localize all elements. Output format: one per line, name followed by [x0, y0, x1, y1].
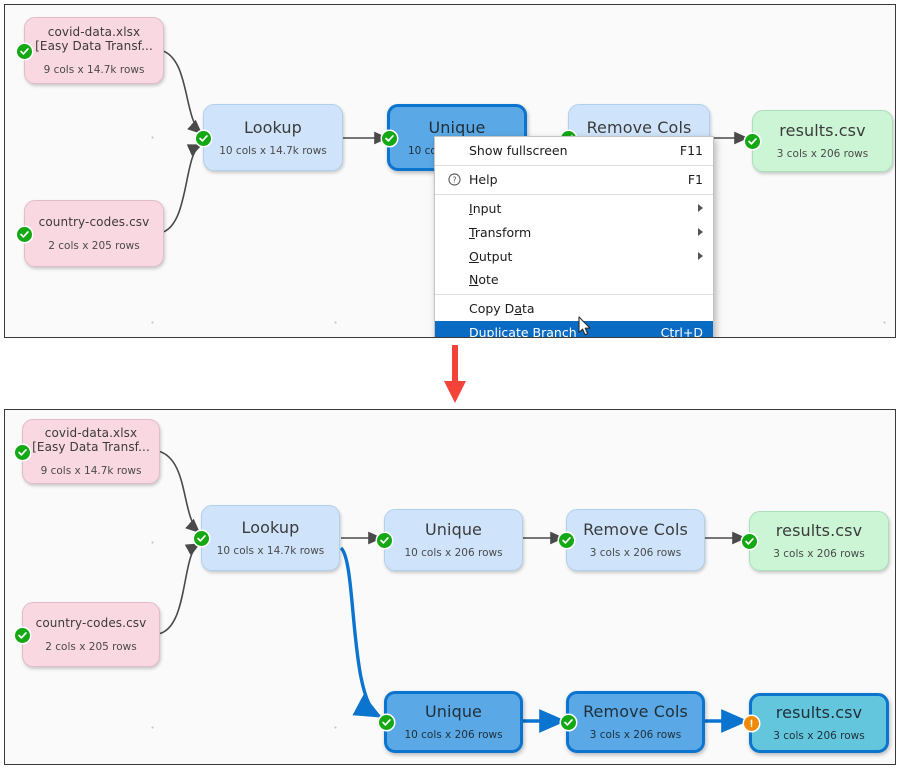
edge-layer-bottom [157, 450, 749, 733]
node-title: Lookup [244, 117, 302, 137]
node-title: results.csv [779, 121, 866, 140]
node-subtitle: 9 cols x 14.7k rows [43, 64, 145, 76]
node-title: Remove Cols [583, 520, 688, 539]
node-title: results.csv [775, 703, 863, 722]
mouse-cursor-icon [578, 316, 591, 336]
edge-lookup-to-unique-duplicate [339, 546, 382, 718]
svg-text:?: ? [452, 176, 456, 185]
node-title: results.csv [775, 521, 863, 540]
menu-item-label: Duplicate Branch [469, 324, 577, 338]
menu-item-duplicate-branch[interactable]: Duplicate Branch Ctrl+D [435, 320, 713, 338]
status-ok-icon [377, 533, 392, 548]
node-results-csv-duplicate[interactable]: results.csv 3 cols x 206 rows [744, 693, 889, 753]
node-title: Unique [424, 520, 483, 539]
node-title: Remove Cols [583, 702, 688, 721]
node-subtitle: 2 cols x 205 rows [48, 240, 140, 252]
diagram-panel-before: covid-data.xlsx[Easy Data Transf... 9 co… [4, 4, 896, 338]
status-ok-icon [379, 715, 394, 730]
node-title: covid-data.xlsx[Easy Data Transf... [32, 426, 150, 454]
node-subtitle: 10 cols x 206 rows [404, 729, 503, 741]
node-title: country-codes.csv [35, 616, 147, 630]
node-country-codes-csv[interactable]: country-codes.csv 2 cols x 205 rows [15, 602, 160, 667]
menu-item-label: Copy Data [469, 301, 535, 317]
menu-item-transform[interactable]: Transform [435, 220, 713, 244]
node-subtitle: 3 cols x 206 rows [589, 547, 682, 559]
menu-separator [435, 164, 713, 166]
status-ok-icon [559, 533, 574, 548]
status-ok-icon [561, 715, 576, 730]
status-ok-icon [17, 226, 32, 242]
edge-country-to-lookup [157, 543, 201, 635]
menu-separator [435, 293, 713, 295]
node-title: country-codes.csv [38, 215, 150, 229]
node-title: Lookup [241, 518, 300, 537]
menu-item-label: Note [469, 272, 499, 288]
menu-item-label: Input [469, 200, 502, 216]
node-subtitle: 3 cols x 206 rows [589, 729, 682, 741]
node-subtitle: 9 cols x 14.7k rows [40, 465, 142, 477]
menu-item-shortcut: F1 [687, 172, 703, 188]
edge-country-to-lookup [159, 144, 203, 234]
edge-covid-to-lookup [159, 49, 203, 135]
node-lookup[interactable]: Lookup 10 cols x 14.7k rows [196, 104, 343, 171]
node-remove-cols-duplicate[interactable]: Remove Cols 3 cols x 206 rows [561, 691, 705, 753]
menu-item-label: Show fullscreen [469, 143, 568, 159]
node-lookup[interactable]: Lookup 10 cols x 14.7k rows [194, 505, 340, 571]
status-ok-icon [15, 627, 30, 643]
menu-item-copy-data[interactable]: Copy Data [435, 297, 713, 321]
menu-separator [435, 193, 713, 195]
downward-transition-arrow [444, 345, 466, 403]
node-covid-data-xlsx[interactable]: covid-data.xlsx[Easy Data Transf... 9 co… [17, 17, 164, 84]
status-ok-icon [15, 444, 30, 460]
menu-item-shortcut: F11 [679, 143, 703, 159]
status-ok-icon [742, 534, 757, 549]
node-title: Unique [428, 117, 486, 137]
node-subtitle: 10 cols x 14.7k rows [216, 545, 325, 557]
edge-covid-to-lookup [157, 450, 201, 534]
menu-item-output[interactable]: Output [435, 244, 713, 268]
submenu-arrow-icon [698, 252, 703, 261]
status-ok-icon [194, 531, 209, 546]
submenu-arrow-icon [698, 228, 703, 237]
submenu-arrow-icon [698, 204, 703, 213]
help-icon: ? [443, 173, 465, 186]
menu-item-help[interactable]: ? Help F1 [435, 168, 713, 192]
menu-item-label: Help [469, 172, 498, 188]
menu-item-input[interactable]: Input [435, 197, 713, 221]
node-subtitle: 3 cols x 206 rows [776, 148, 869, 160]
menu-item-note[interactable]: Note [435, 268, 713, 292]
status-ok-icon [745, 134, 760, 149]
menu-item-label: Transform [469, 224, 532, 240]
menu-item-label: Output [469, 248, 513, 264]
node-title: covid-data.xlsx[Easy Data Transf... [35, 25, 153, 53]
node-subtitle: 3 cols x 206 rows [773, 548, 865, 560]
node-country-codes-csv[interactable]: country-codes.csv 2 cols x 205 rows [17, 200, 164, 267]
node-covid-data-xlsx[interactable]: covid-data.xlsx[Easy Data Transf... 9 co… [15, 419, 160, 484]
menu-item-show-fullscreen[interactable]: Show fullscreen F11 [435, 139, 713, 163]
node-title: Remove Cols [586, 117, 692, 137]
diagram-panel-after: covid-data.xlsx[Easy Data Transf... 9 co… [4, 409, 896, 765]
node-subtitle: 3 cols x 206 rows [773, 730, 865, 742]
node-subtitle: 2 cols x 205 rows [45, 641, 137, 653]
status-ok-icon [382, 130, 397, 146]
node-unique-duplicate[interactable]: Unique 10 cols x 206 rows [379, 691, 523, 753]
node-remove-cols[interactable]: Remove Cols 3 cols x 206 rows [559, 509, 705, 571]
status-ok-icon [17, 43, 32, 59]
node-subtitle: 10 cols x 14.7k rows [219, 144, 327, 157]
status-ok-icon [196, 130, 211, 146]
node-title: Unique [424, 702, 483, 721]
node-unique[interactable]: Unique 10 cols x 206 rows [377, 509, 523, 571]
node-subtitle: 10 cols x 206 rows [404, 547, 503, 559]
node-results-csv[interactable]: results.csv 3 cols x 206 rows [742, 511, 889, 571]
status-warning-icon [744, 716, 759, 731]
node-results-csv[interactable]: results.csv 3 cols x 206 rows [745, 110, 893, 172]
menu-item-shortcut: Ctrl+D [660, 324, 703, 338]
